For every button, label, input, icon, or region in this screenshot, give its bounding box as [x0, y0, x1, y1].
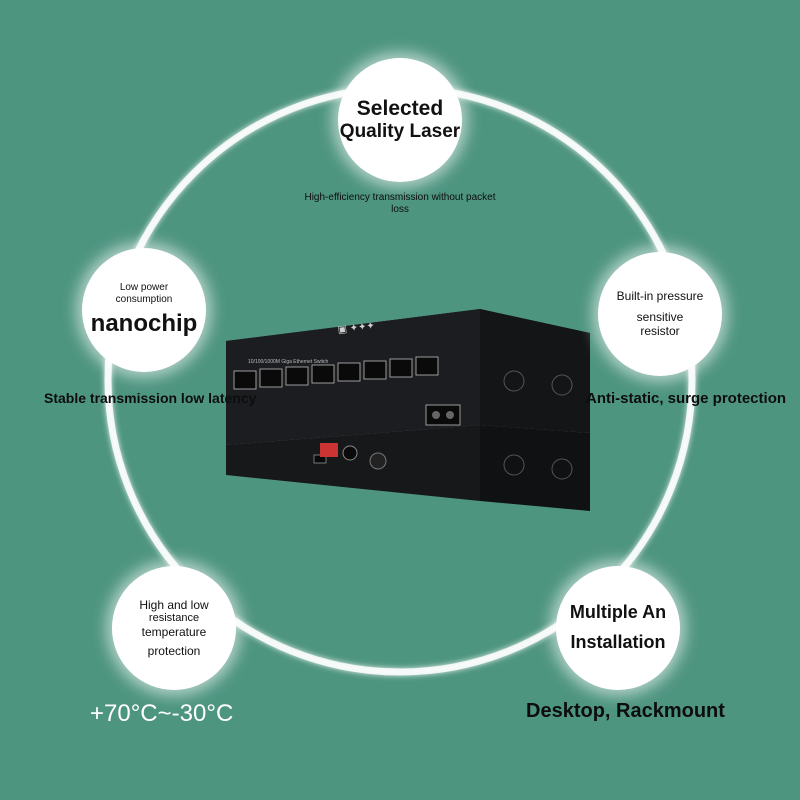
feature-bubble-laser: Selected Quality Laser	[338, 58, 462, 182]
feature-laser-line1: Selected	[356, 97, 444, 120]
caption-laser-line2: loss	[391, 204, 409, 215]
feature-laser-line2: Quality Laser	[339, 121, 461, 143]
caption-installation: Desktop, Rackmount	[526, 700, 725, 722]
feature-temp-line1: High and low	[139, 597, 209, 612]
feature-bubble-temperature: High and low resistance temperature prot…	[112, 566, 236, 690]
feature-resistor-line3: resistor	[640, 324, 680, 339]
feature-bubble-resistor: Built-in pressure sensitive resistor	[598, 252, 722, 376]
caption-resistor: Anti-static, surge protection	[586, 390, 787, 407]
feature-bubble-nanochip: Low power consumption nanochip	[82, 248, 206, 372]
caption-nanochip: Stable transmission low latency	[44, 390, 257, 406]
caption-laser-line1: High-efficiency transmission without pac…	[304, 192, 496, 203]
feature-bubble-installation: Multiple An Installation	[556, 566, 680, 690]
feature-install-line2: Installation	[570, 632, 666, 652]
caption-temperature: +70°C~-30°C	[90, 700, 234, 727]
feature-resistor-line1: Built-in pressure	[616, 289, 704, 304]
feature-temp-line2: resistance	[148, 612, 200, 625]
device-front-label: 10/100/1000M Giga Ethernet Switch	[248, 359, 329, 365]
feature-temp-line3: temperature	[141, 625, 207, 640]
feature-nanochip-line3: nanochip	[90, 309, 198, 337]
fiber-switch-device-icon: 10/100/1000M Giga Ethernet Switch ▣ ✦✦✦	[226, 309, 590, 511]
feature-nanochip-line1: Low power	[119, 281, 169, 293]
svg-text:▣ ✦✦✦: ▣ ✦✦✦	[337, 321, 375, 336]
caption-laser: High-efficiency transmission without pac…	[290, 192, 510, 216]
feature-temp-line4: protection	[147, 643, 201, 658]
feature-nanochip-line2: consumption	[115, 293, 173, 305]
feature-resistor-line2: sensitive	[636, 309, 684, 324]
feature-install-line1: Multiple An	[569, 602, 667, 623]
